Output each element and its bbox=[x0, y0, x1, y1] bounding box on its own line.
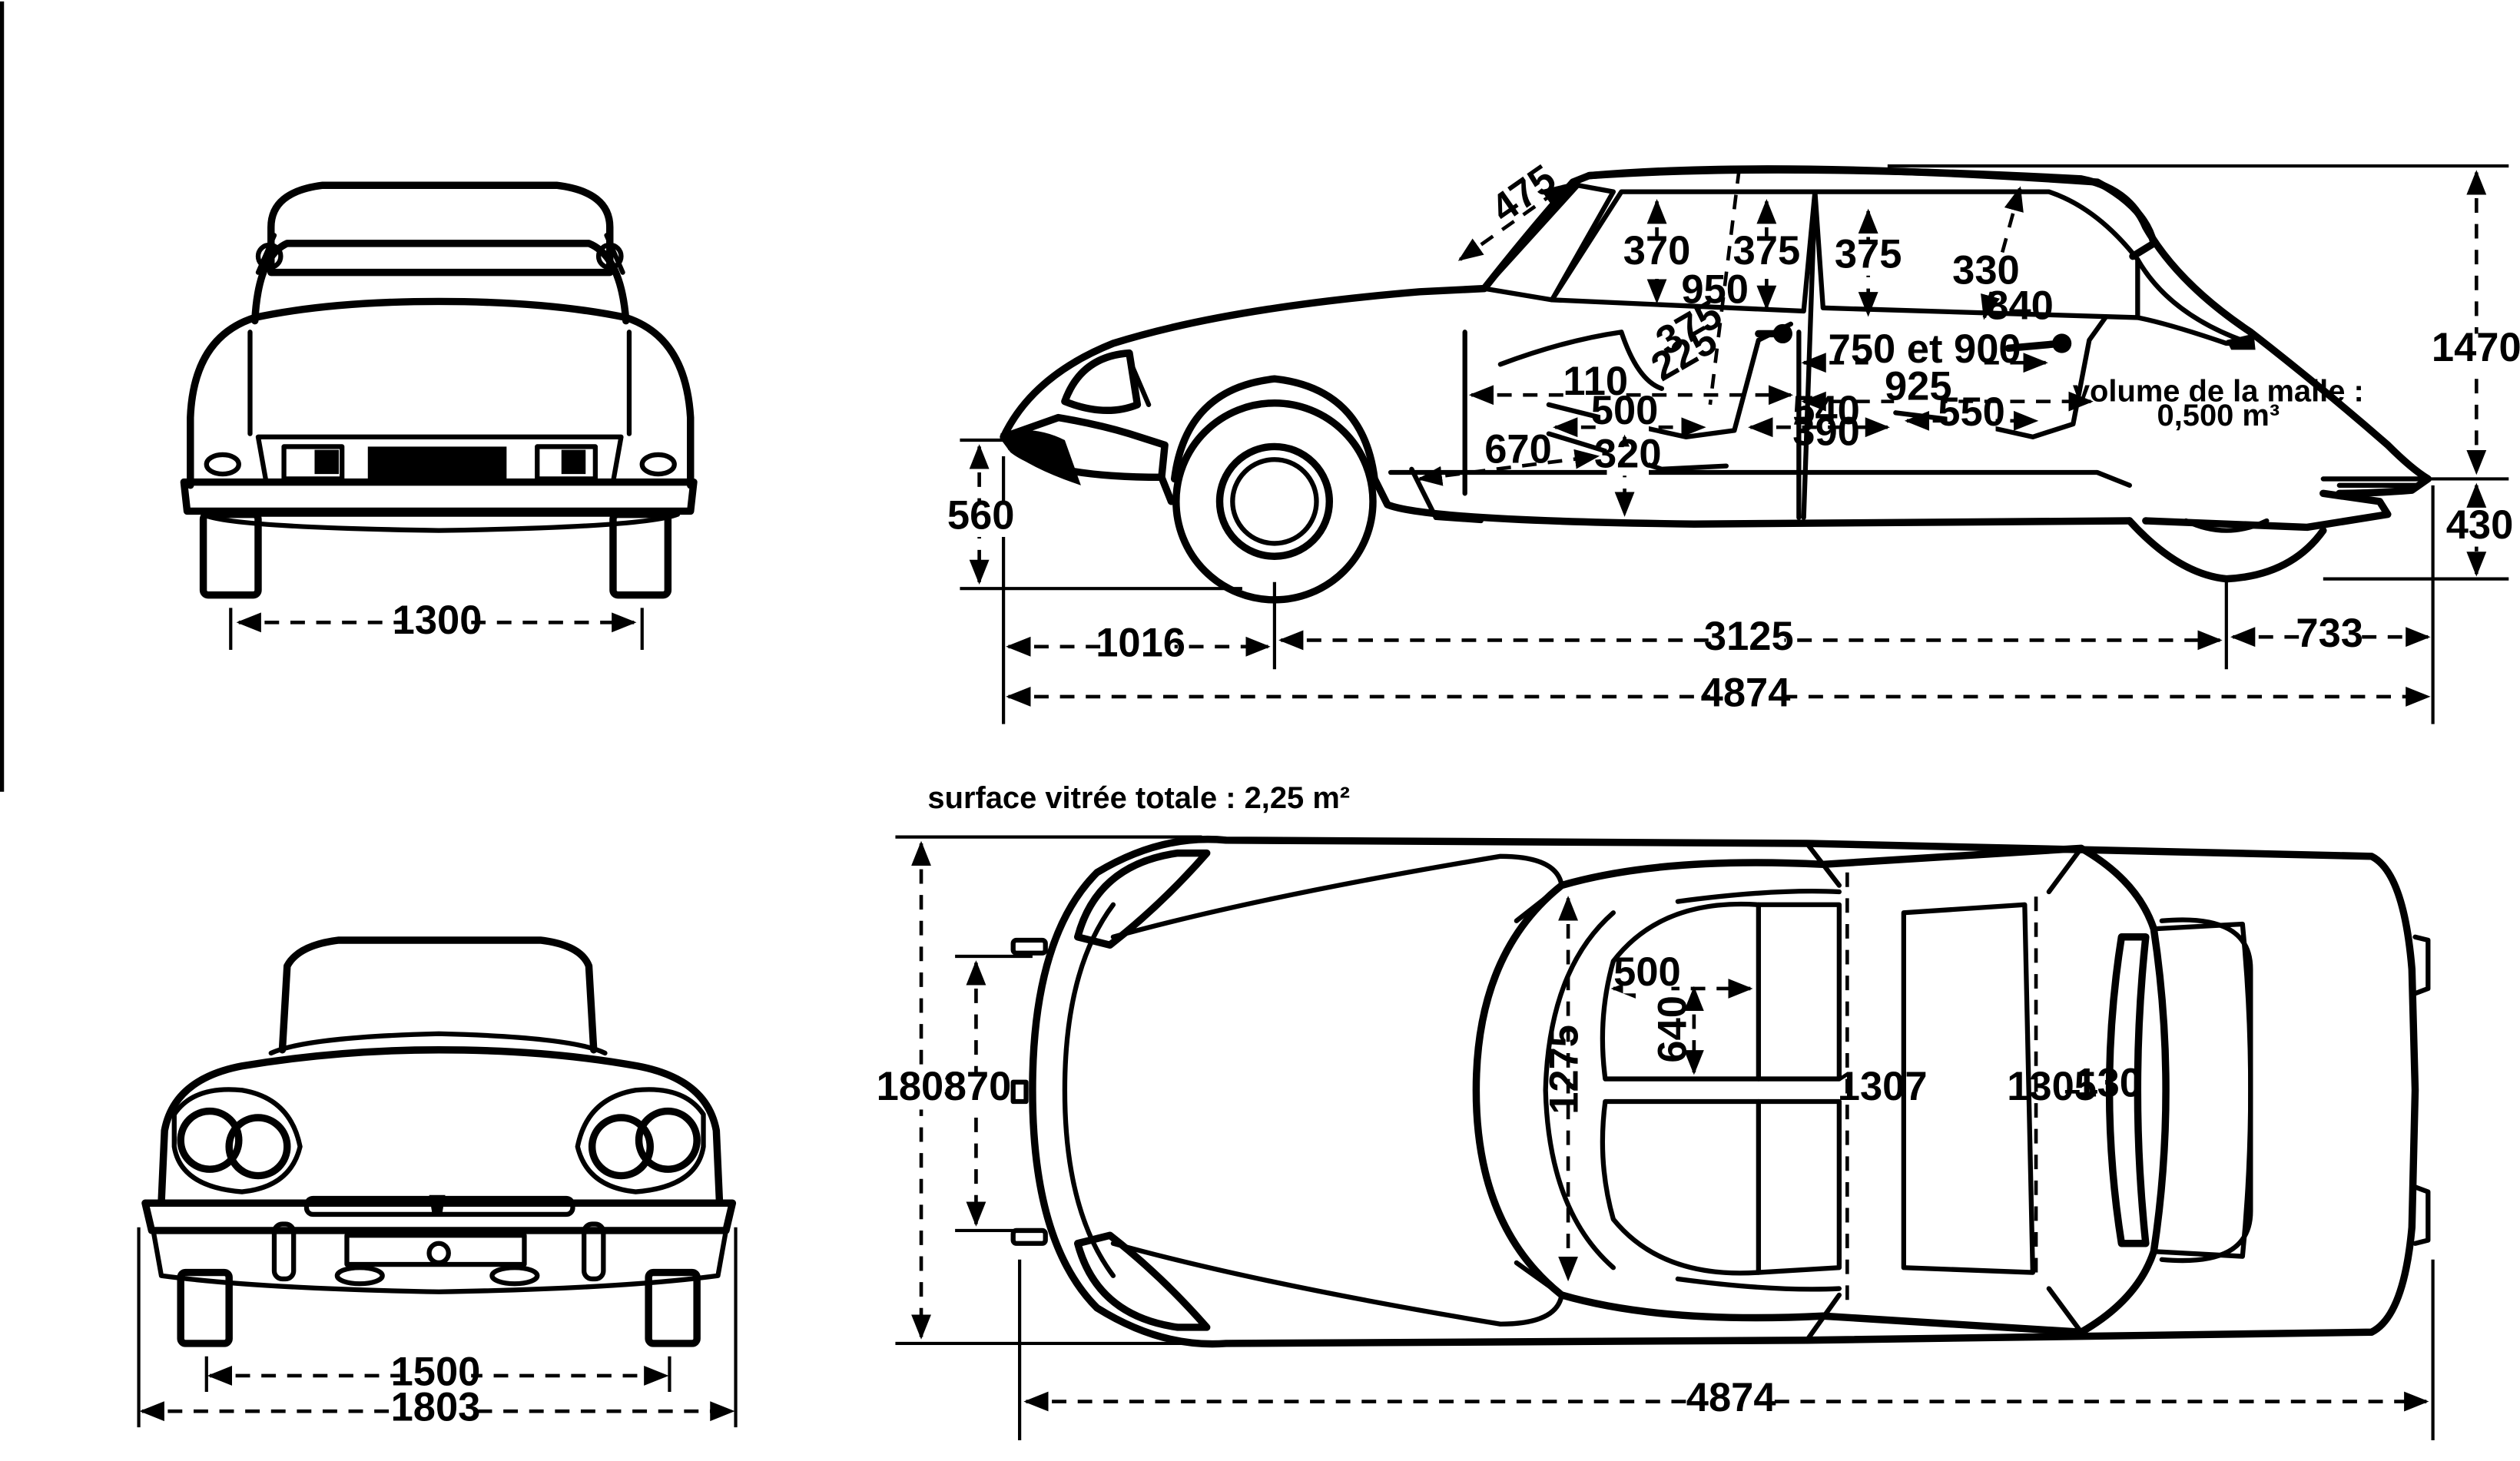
rear-overhang-label: 733 bbox=[2296, 611, 2363, 656]
trunk-volume-value: 0,500 m³ bbox=[2157, 399, 2280, 432]
top-seat-500-label: 500 bbox=[1613, 949, 1681, 995]
windscreen-label: 475 bbox=[1483, 156, 1564, 232]
rear-headroom-label: 375 bbox=[1835, 231, 1902, 277]
legroom-label: 750 et 900 bbox=[1829, 326, 2021, 372]
rear-track-label: 1300 bbox=[393, 598, 482, 643]
dim-925-label: 925 bbox=[1885, 364, 1952, 409]
glazing-note: surface vitrée totale : 2,25 m² bbox=[927, 781, 1350, 815]
trunk-volume-label: volume de la malle : bbox=[2073, 375, 2364, 409]
rear-height-label: 430 bbox=[2446, 502, 2514, 548]
front-headroom-label: 370 bbox=[1623, 228, 1691, 273]
windscreen-line bbox=[1457, 184, 1567, 261]
top-width-1275-label: 1275 bbox=[1542, 1025, 1587, 1115]
top-view: surface vitrée totale : 2,25 m² bbox=[877, 781, 2435, 1440]
front-overhang-label: 1016 bbox=[1096, 620, 1185, 665]
dim-390-label: 390 bbox=[1792, 409, 1860, 454]
diag-950-label: 950 bbox=[1681, 267, 1749, 313]
dim-550-label: 550 bbox=[1938, 389, 2005, 435]
rear-view: 1300 bbox=[180, 181, 698, 651]
top-length-label: 4874 bbox=[1686, 1375, 1776, 1420]
top-width-label: 1803 bbox=[877, 1064, 967, 1109]
rear-headroom-2-label: 330 bbox=[1952, 247, 2020, 293]
front-width-label: 1803 bbox=[391, 1385, 481, 1430]
front-height-label: 560 bbox=[947, 493, 1015, 538]
dim-320-label: 320 bbox=[1594, 432, 1662, 477]
top-width-1305-label: 1305 bbox=[2007, 1064, 2097, 1109]
height-label: 1470 bbox=[2432, 325, 2520, 370]
front-track-label: 1500 bbox=[391, 1350, 481, 1395]
side-length-label: 4874 bbox=[1701, 671, 1791, 716]
dim-670-label: 670 bbox=[1484, 426, 1552, 472]
front-view: 1500 1803 bbox=[137, 936, 738, 1430]
dim-500-label: 500 bbox=[1591, 388, 1659, 433]
top-seat-640-label: 640 bbox=[1650, 996, 1695, 1063]
top-width-870-label: 870 bbox=[944, 1064, 1012, 1109]
top-width-1307-label: 1307 bbox=[1838, 1064, 1928, 1109]
side-view: 1016 3125 733 4874 1470 430 560 475 370 … bbox=[947, 156, 2520, 724]
top-dim-130-label: 130 bbox=[2074, 1061, 2142, 1106]
dim-840-label: 840 bbox=[1986, 283, 2054, 329]
front-headroom-2-label: 375 bbox=[1733, 228, 1801, 273]
wheelbase-label: 3125 bbox=[1704, 614, 1794, 659]
dim-540-label: 540 bbox=[1792, 388, 1860, 433]
dim-110-label: 110 bbox=[1563, 359, 1628, 404]
